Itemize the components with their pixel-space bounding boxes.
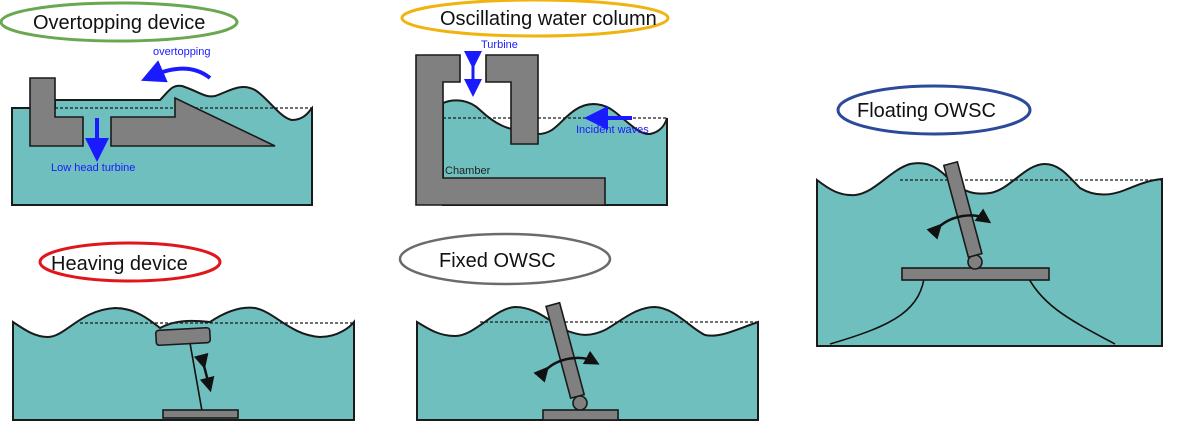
title-ellipse-heaving bbox=[38, 241, 222, 283]
ramp-structure bbox=[110, 96, 276, 147]
title-overtopping: Overtopping device bbox=[33, 12, 205, 34]
title-heaving-device: Heaving device bbox=[51, 253, 188, 275]
rotation-arrow bbox=[926, 208, 992, 240]
seabed-anchor bbox=[162, 409, 239, 419]
title-ellipse-fixed bbox=[398, 232, 612, 286]
panel-overtopping-device: Overtopping device overtopping Low head … bbox=[0, 1, 313, 206]
title-fixed-owsc: Fixed OWSC bbox=[439, 250, 556, 272]
mooring-line-left bbox=[829, 270, 926, 345]
hinge-joint bbox=[572, 395, 588, 411]
label-chamber: Chamber bbox=[445, 165, 491, 177]
panel-fixed-owsc: Fixed OWSC bbox=[398, 232, 759, 421]
water-body bbox=[816, 162, 1163, 347]
title-floating-owsc: Floating OWSC bbox=[857, 100, 996, 122]
panel-oscillating-water-column: Oscillating water column Turbine Inciden… bbox=[400, 0, 670, 206]
chamber-structure bbox=[415, 54, 606, 206]
mooring-line-right bbox=[1024, 270, 1116, 345]
label-low-head-turbine: Low head turbine bbox=[51, 162, 135, 174]
title-ellipse-overtopping bbox=[0, 1, 239, 43]
label-turbine: Turbine bbox=[481, 39, 518, 51]
seabed-base bbox=[542, 409, 619, 421]
title-owc: Oscillating water column bbox=[440, 8, 657, 30]
panel-floating-owsc: Floating OWSC bbox=[816, 84, 1163, 347]
heaving-buoy bbox=[155, 326, 212, 347]
label-overtopping: overtopping bbox=[153, 46, 211, 58]
reservoir-wall bbox=[29, 77, 84, 147]
panel-heaving-device: Heaving device bbox=[12, 241, 355, 421]
label-incident-waves: Incident waves bbox=[576, 124, 649, 136]
title-ellipse-owc bbox=[400, 0, 670, 38]
heave-motion-arrow bbox=[193, 352, 215, 393]
floating-base-plate bbox=[901, 267, 1050, 281]
overtopping-arrow bbox=[140, 60, 212, 83]
front-lip bbox=[485, 54, 539, 145]
water-body bbox=[12, 306, 355, 421]
rotation-arrow bbox=[533, 350, 600, 383]
title-ellipse-floating bbox=[836, 84, 1032, 136]
